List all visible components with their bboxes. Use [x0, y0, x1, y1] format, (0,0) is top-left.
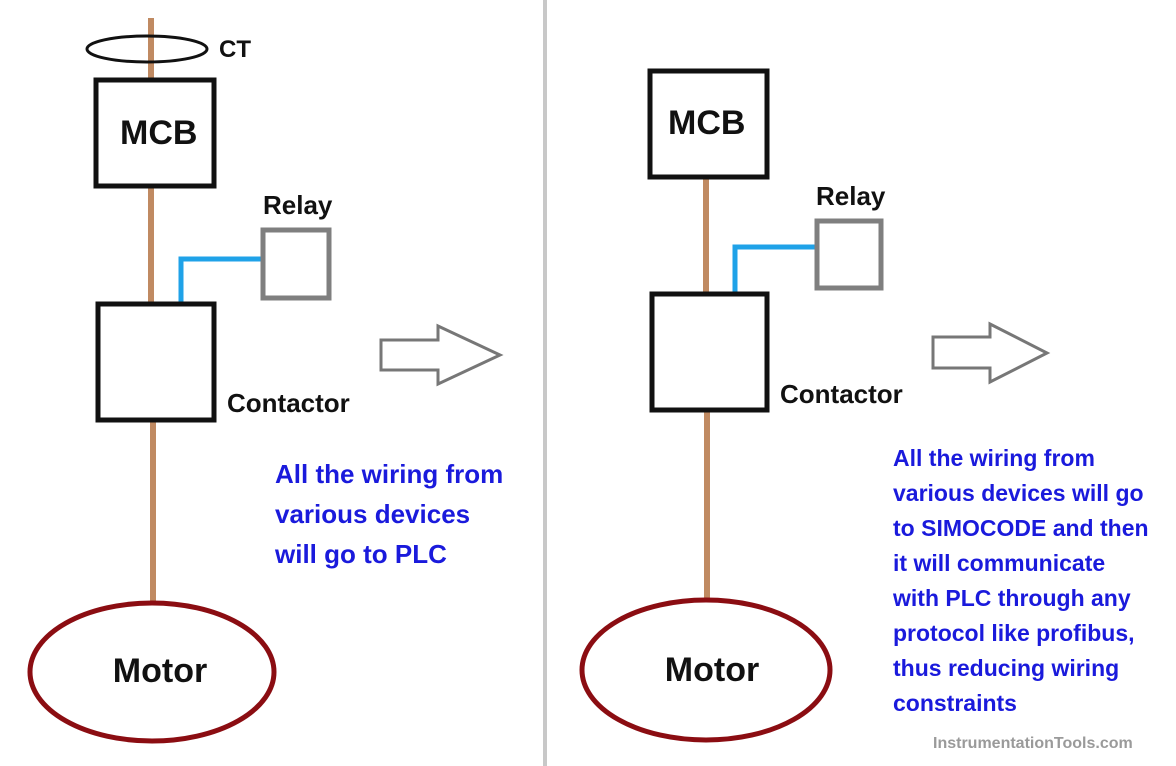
- left-ct-label: CT: [219, 36, 251, 63]
- right-note-line: to SIMOCODE and then: [893, 515, 1149, 541]
- right-note-line: thus reducing wiring: [893, 655, 1120, 681]
- right-note-line: various devices will go: [893, 480, 1144, 506]
- right-contactor-label: Contactor: [780, 379, 903, 409]
- right-note-line: All the wiring from: [893, 445, 1095, 471]
- left-ct-ring: [85, 34, 209, 64]
- right-arrow: [931, 321, 1051, 385]
- right-mcb-box: [647, 68, 770, 180]
- left-note-line: All the wiring from: [275, 459, 504, 489]
- left-note-line: various devices: [275, 499, 471, 529]
- right-note-line: with PLC through any: [893, 585, 1131, 611]
- left-note: All the wiring from various devices will…: [275, 454, 503, 574]
- left-motor-label: Motor: [112, 652, 208, 690]
- left-panel: [27, 18, 504, 744]
- right-relay-box: [814, 218, 884, 291]
- right-motor-ellipse: [579, 597, 833, 743]
- left-contactor-label: Contactor: [227, 388, 350, 418]
- left-arrow: [379, 323, 504, 387]
- right-motor-label: Motor: [664, 651, 760, 689]
- right-control-wire: [732, 244, 817, 294]
- left-note-line: will go to PLC: [275, 539, 447, 569]
- left-control-wire: [178, 256, 263, 304]
- left-contactor-box: [95, 301, 217, 423]
- right-relay-label: Relay: [816, 181, 886, 211]
- left-mcb-label: MCB: [120, 114, 198, 152]
- left-mcb-box: [93, 77, 217, 189]
- left-relay-label: Relay: [263, 190, 333, 220]
- right-panel: [579, 68, 1051, 743]
- right-contactor-box: [649, 291, 770, 413]
- left-relay-box: [260, 227, 332, 301]
- right-mcb-label: MCB: [668, 104, 746, 142]
- left-motor-ellipse: [27, 600, 277, 744]
- right-note-line: protocol like profibus,: [893, 620, 1135, 646]
- watermark: InstrumentationTools.com: [933, 735, 1133, 752]
- right-note-line: it will communicate: [893, 550, 1106, 576]
- right-note: All the wiring from various devices will…: [893, 441, 1149, 721]
- right-note-line: constraints: [893, 690, 1017, 716]
